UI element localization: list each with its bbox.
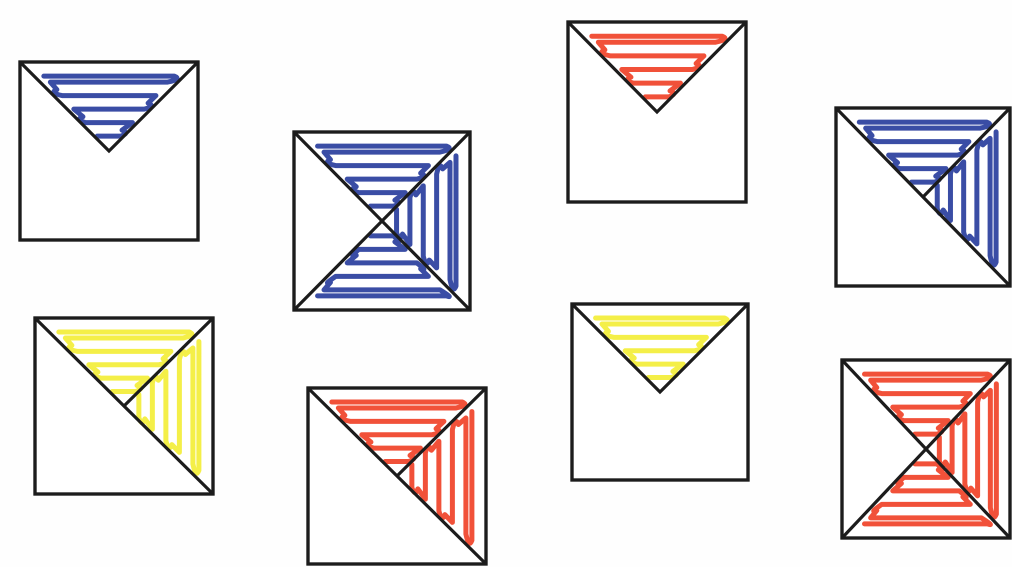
card-4 xyxy=(836,108,1010,286)
card-8 xyxy=(842,360,1010,538)
card-1 xyxy=(20,62,198,240)
card-6 xyxy=(308,388,486,564)
card-2 xyxy=(294,132,470,310)
card-3 xyxy=(568,22,746,202)
card-7 xyxy=(572,304,748,480)
card-5 xyxy=(35,318,213,494)
